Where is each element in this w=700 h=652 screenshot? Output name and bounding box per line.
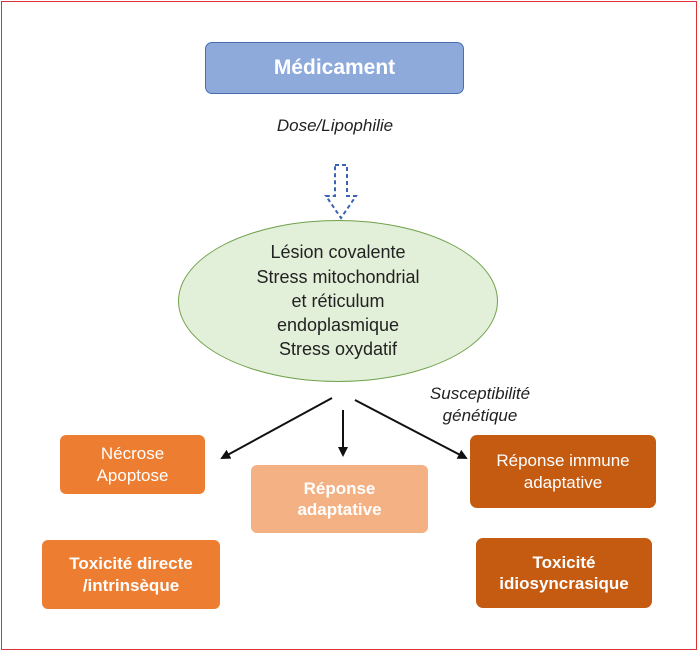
necrose-line: Nécrose bbox=[100, 444, 165, 464]
dashed-down-arrow bbox=[324, 164, 358, 220]
mechanism-line: Stress mitochondrial bbox=[256, 266, 420, 287]
reponse-adaptative-box: Réponse adaptative bbox=[251, 465, 428, 533]
apoptose-line: Apoptose bbox=[96, 465, 169, 485]
toxicite-idiosyncrasique-box: Toxicité idiosyncrasique bbox=[476, 538, 652, 608]
drug-box: Médicament bbox=[205, 42, 464, 94]
arrow-to-immune bbox=[354, 399, 468, 459]
susceptibility-line: Susceptibilité bbox=[429, 384, 531, 403]
toxicite-directe-line: Toxicité directe bbox=[69, 554, 193, 574]
mechanism-line: Stress oxydatif bbox=[278, 339, 398, 360]
reponse-immune-box: Réponse immune adaptative bbox=[470, 435, 656, 508]
idiosyncrasique-line: idiosyncrasique bbox=[499, 574, 629, 593]
arrow-to-necrose bbox=[220, 397, 333, 459]
mechanism-line: Lésion covalente bbox=[270, 242, 406, 263]
mechanisms-ellipse: Lésion covalente Stress mitochondrial et… bbox=[178, 220, 498, 382]
intrinseque-line: /intrinsèque bbox=[82, 575, 180, 595]
drug-label: Médicament bbox=[273, 55, 396, 79]
reponse-immune-line: Réponse immune bbox=[496, 451, 630, 471]
mechanism-line: et réticulum bbox=[291, 290, 385, 311]
susceptibility-line: génétique bbox=[442, 406, 518, 426]
toxicite-line: Toxicité bbox=[532, 552, 596, 572]
adaptative-line: adaptative bbox=[523, 472, 603, 492]
necrose-apoptose-box: Nécrose Apoptose bbox=[60, 435, 205, 494]
toxicite-directe-box: Toxicité directe /intrinsèque bbox=[42, 540, 220, 609]
mechanism-line: endoplasmique bbox=[276, 315, 400, 336]
reponse-line: Réponse bbox=[303, 478, 376, 498]
dose-lipophilie-label: Dose/Lipophilie bbox=[276, 116, 394, 135]
susceptibility-label: Susceptibilité génétique bbox=[404, 383, 556, 427]
adaptative-line: adaptative bbox=[297, 500, 382, 519]
